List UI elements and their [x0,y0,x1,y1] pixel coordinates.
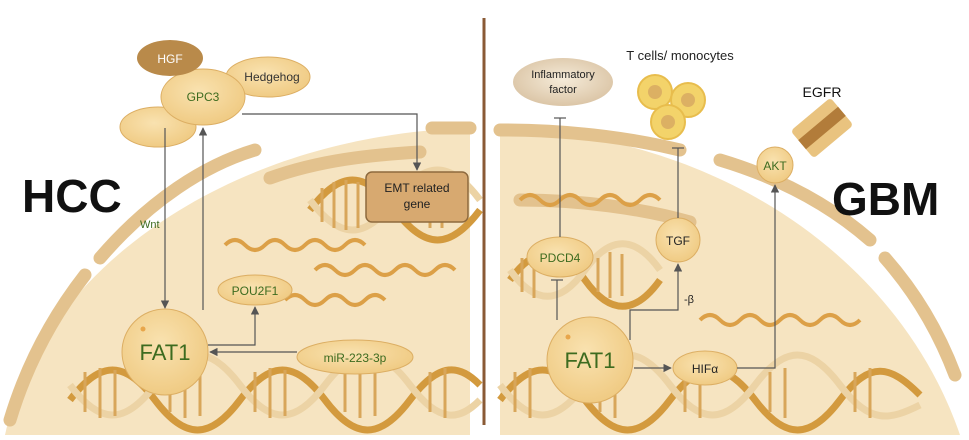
gpc3-node [160,68,246,126]
hcc-fat1-dot [140,326,146,332]
pou2f1-node [217,274,293,306]
inflammatory-factor-node [513,58,613,106]
emt-related-gene-box [365,171,469,223]
gbm-pathway-arrows [551,117,780,373]
mir-223-3p-label: miR-223-3p [324,351,387,365]
gbm-title: GBM [832,173,939,225]
hcc-cell-membrane [3,121,477,427]
tcell-cluster [637,74,706,140]
hcc-mrna-waves [223,238,457,307]
gbm-fat1-label: FAT1 [565,348,616,373]
emt-label-line2: gene [404,197,431,211]
gpc3-label: GPC3 [187,90,220,104]
egfr-receptor [792,99,852,157]
wnt-label: Wnt [140,219,160,231]
tcells-monocytes-label: T cells/ monocytes [626,48,734,63]
hcc-pathway-arrows [160,113,422,357]
hgf-node [137,40,203,76]
pou2f1-label: POU2F1 [232,284,279,298]
gbm-cell-membrane [493,123,962,382]
hif-alpha-label: HIFα [692,362,718,376]
egfr-label: EGFR [803,84,842,100]
hcc-fat1-label: FAT1 [140,340,191,365]
gbm-panel: Inflammatory factor T cells/ monocytes E… [493,48,962,435]
hedgehog-label: Hedgehog [244,70,299,84]
inflammatory-label-line1: Inflammatory [531,69,595,81]
arrow-gpc3-to-emt [242,113,422,171]
akt-node [756,146,794,184]
tgf-beta-label: -β [684,294,694,306]
hgf-label: HGF [157,52,182,66]
gbm-fat1-dot [565,334,571,340]
inflammatory-label-line2: factor [549,84,577,96]
emt-label-line1: EMT related [384,181,449,195]
akt-label: AKT [763,159,787,173]
mir-223-3p-node [296,339,414,375]
hcc-panel: HGF GPC3 Hedgehog EMT related gene HCC W… [3,40,483,435]
arrow-hif-to-akt [737,184,780,369]
gbm-mrna-waves [518,193,862,327]
arrow-fat1-to-pou2f1 [208,306,260,346]
pdcd4-label: PDCD4 [540,251,581,265]
arrow-fat1-to-tgf [629,263,683,340]
hcc-title: HCC [22,170,122,222]
tgf-label: TGF [666,234,690,248]
